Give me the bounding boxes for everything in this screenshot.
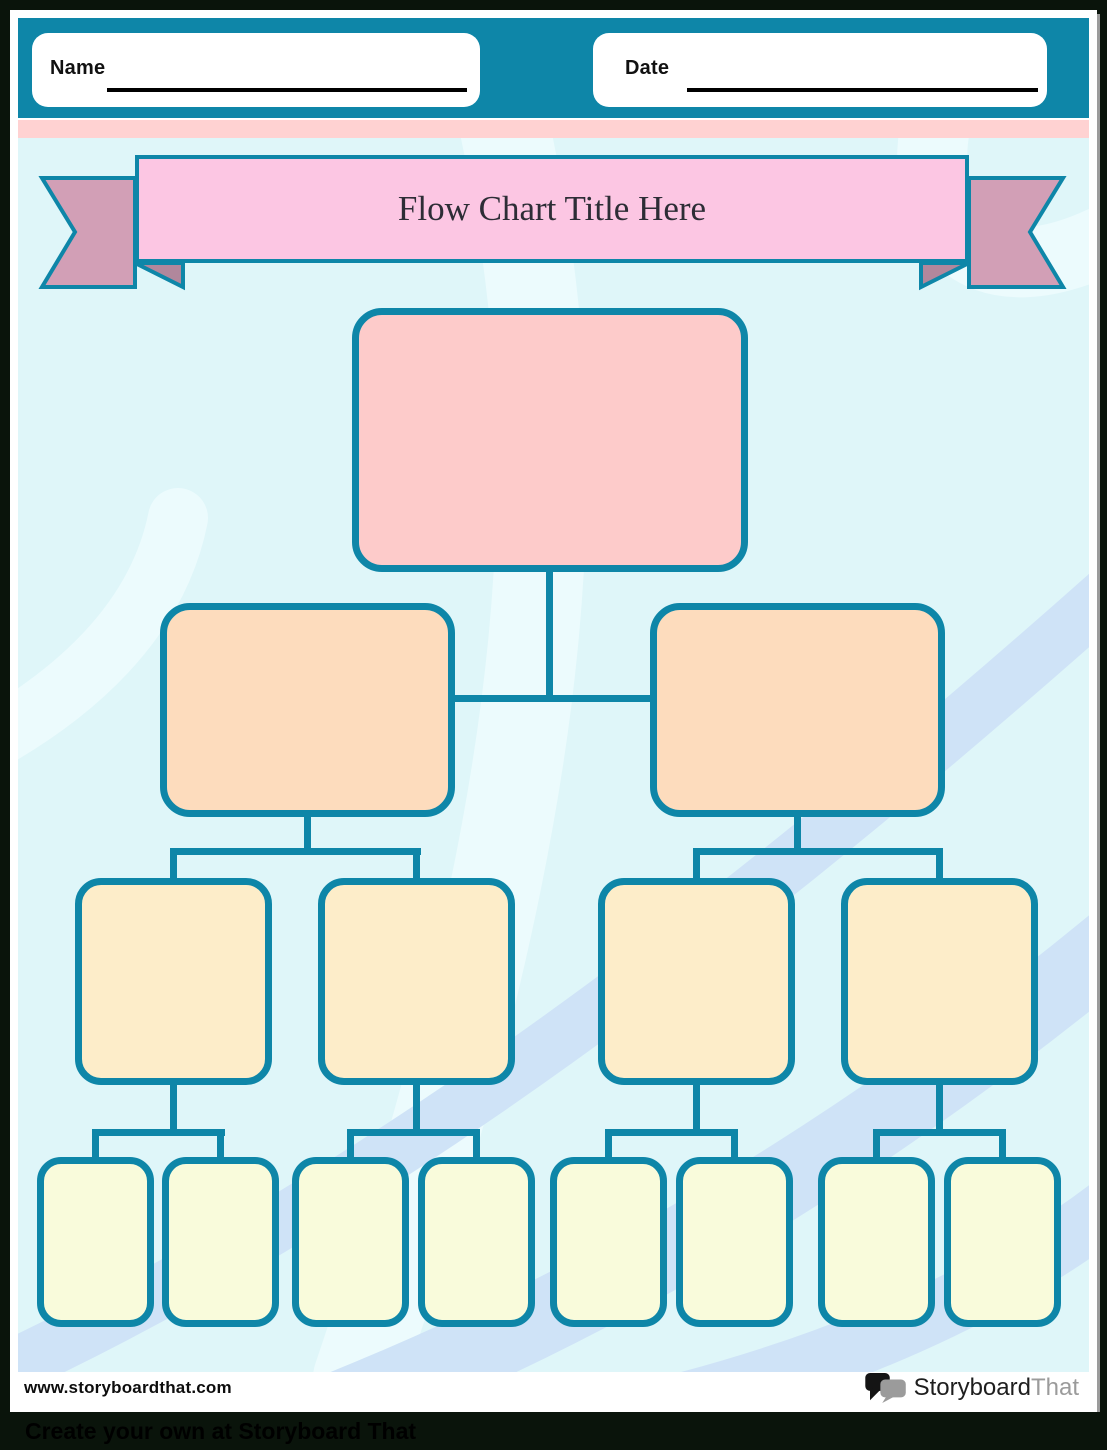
connector [92, 1129, 225, 1136]
date-input-line[interactable] [687, 88, 1038, 92]
logo-text: StoryboardThat [914, 1374, 1079, 1402]
flow-box-l3-2[interactable] [318, 878, 515, 1085]
connector [936, 1085, 943, 1136]
website-url: www.storyboardthat.com [24, 1378, 232, 1397]
flow-box-l4-8[interactable] [944, 1157, 1061, 1327]
flow-box-l3-3[interactable] [598, 878, 795, 1085]
attribution-text: Create your own at Storyboard That [25, 1418, 417, 1444]
flow-chart-title[interactable]: Flow Chart Title Here [397, 189, 707, 228]
flow-box-l2-1[interactable] [160, 603, 455, 817]
date-label: Date [625, 57, 670, 79]
connector [693, 848, 943, 855]
connector [170, 1085, 177, 1136]
date-field[interactable]: Date [593, 33, 1047, 107]
page-content: Name Date [18, 18, 1089, 1404]
connector [936, 848, 943, 885]
ribbon-banner-decoration [38, 176, 1067, 291]
ribbon-fold-right [919, 261, 970, 291]
header-band: Name Date [18, 18, 1089, 118]
connector [347, 1129, 480, 1136]
flow-box-l2-2[interactable] [650, 603, 945, 817]
connector [693, 848, 700, 885]
connector [794, 817, 801, 855]
connector [455, 695, 650, 702]
connector [605, 1129, 738, 1136]
title-banner[interactable]: Flow Chart Title Here [135, 155, 969, 263]
connector [693, 1085, 700, 1136]
connector [731, 1129, 738, 1164]
storyboardthat-logo: StoryboardThat [864, 1372, 1089, 1404]
flow-box-l3-4[interactable] [841, 878, 1038, 1085]
connector [347, 1129, 354, 1164]
connector [873, 1129, 880, 1164]
logo-part1: Storyboard [913, 1374, 1031, 1401]
flow-box-l1-1[interactable] [352, 308, 748, 572]
connector [413, 1085, 420, 1136]
footer-strip: www.storyboardthat.com StoryboardThat [18, 1372, 1089, 1404]
connector [999, 1129, 1006, 1164]
flow-box-l3-1[interactable] [75, 878, 272, 1085]
flow-box-l4-5[interactable] [550, 1157, 667, 1327]
name-field[interactable]: Name [32, 33, 480, 107]
connector [546, 572, 553, 702]
speech-bubbles-icon [864, 1372, 906, 1404]
accent-strip [18, 120, 1089, 138]
connector [170, 848, 177, 885]
flow-box-l4-2[interactable] [162, 1157, 279, 1327]
connector [170, 848, 421, 855]
connector [304, 817, 311, 855]
flow-box-l4-6[interactable] [676, 1157, 793, 1327]
bottom-attribution-bar: Create your own at Storyboard That [0, 1412, 1107, 1450]
ribbon-tail-left [38, 176, 137, 289]
chart-area: Flow Chart Title Here [18, 138, 1089, 1372]
connector [217, 1129, 224, 1164]
logo-part2: That [1030, 1374, 1079, 1401]
flow-box-l4-7[interactable] [818, 1157, 935, 1327]
flow-box-l4-3[interactable] [292, 1157, 409, 1327]
ribbon-fold-left [134, 261, 185, 291]
connector [873, 1129, 1006, 1136]
connector [605, 1129, 612, 1164]
connector [92, 1129, 99, 1164]
flow-box-l4-1[interactable] [37, 1157, 154, 1327]
worksheet-page: Name Date [10, 10, 1097, 1412]
name-label: Name [50, 57, 106, 79]
flow-box-l4-4[interactable] [418, 1157, 535, 1327]
connector [473, 1129, 480, 1164]
name-input-line[interactable] [107, 88, 467, 92]
ribbon-tail-right [967, 176, 1067, 289]
connector [413, 848, 420, 885]
